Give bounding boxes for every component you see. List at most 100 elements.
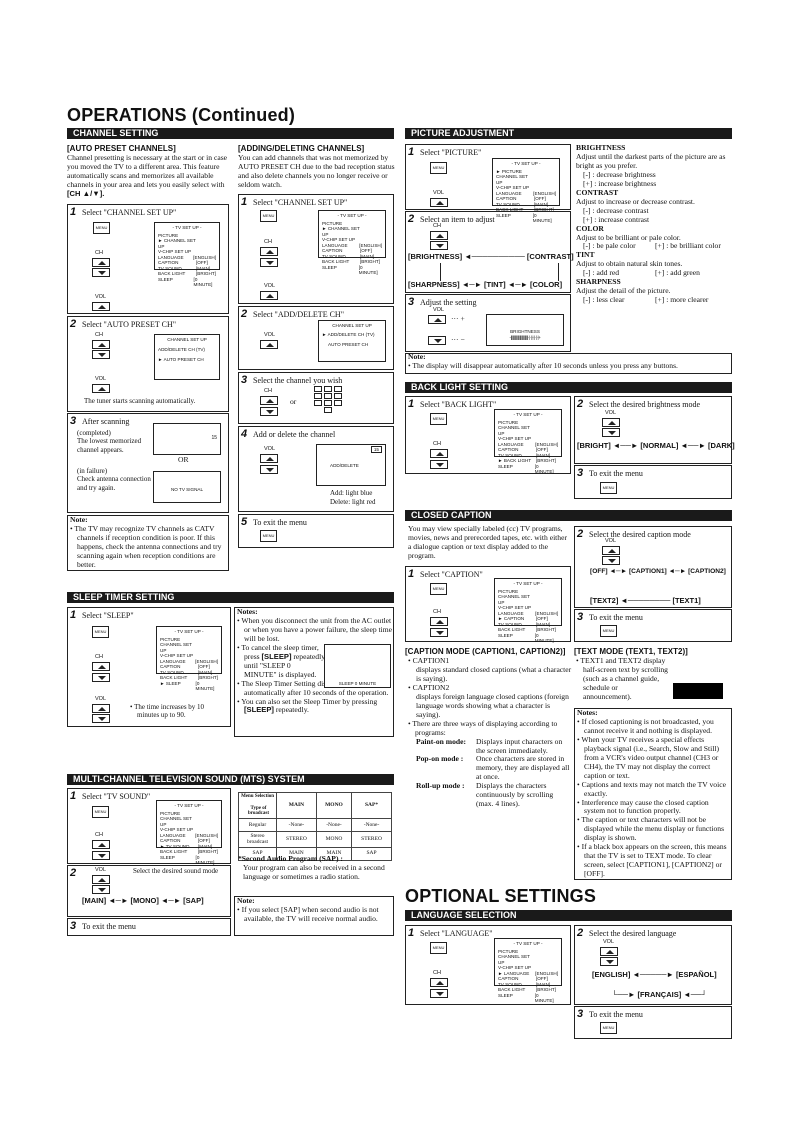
ch-up-button[interactable] (430, 231, 448, 240)
vol-down-button[interactable] (260, 465, 278, 474)
vol-up-button[interactable] (92, 384, 110, 393)
menu-row: ► TV SOUND[MAIN] (160, 843, 213, 849)
setting-options: [-] : be pale color[+] : be brilliant co… (583, 241, 721, 251)
screen-title: - TV SET UP - (174, 803, 204, 808)
menu-row: CHANNEL SET UP (498, 954, 530, 965)
menu-button[interactable]: MENU (260, 530, 277, 542)
menu-button[interactable]: MENU (430, 413, 447, 425)
vol-up-button[interactable] (260, 291, 278, 300)
screen-title: BRIGHTNESS (510, 329, 540, 334)
language-flow-bottom: └──► [FRANÇAIS] ◄──┘ (612, 990, 707, 999)
vol-up-button[interactable] (92, 302, 110, 311)
ch-down-button[interactable] (92, 268, 110, 277)
number-key[interactable] (314, 400, 322, 406)
setting-name: COLOR (576, 223, 604, 233)
vol-up-button[interactable] (600, 947, 618, 956)
ch-up-button[interactable] (92, 662, 110, 671)
ch-down-button[interactable] (430, 460, 448, 469)
screen-text: NO TV SIGNAL (170, 487, 204, 492)
vol-label: VOL (603, 939, 615, 945)
setting-name: TINT (576, 250, 595, 260)
vol-up-button[interactable] (602, 546, 620, 555)
ch-up-button[interactable] (430, 617, 448, 626)
menu-button[interactable]: MENU (600, 482, 617, 494)
menu-button[interactable]: MENU (92, 626, 109, 638)
ch-down-button[interactable] (92, 673, 110, 682)
ch-down-button[interactable] (260, 258, 278, 267)
menu-button[interactable]: MENU (430, 583, 447, 595)
channel-setting-bar: CHANNEL SETTING (67, 128, 394, 139)
menu-row: CHANNEL SET UP (160, 642, 192, 653)
vol-down-button[interactable] (602, 556, 620, 565)
menu-button[interactable]: MENU (600, 625, 617, 637)
vol-down-button[interactable] (602, 428, 620, 437)
channel-setup-screen: CHANNEL SET UP ADD/DELETE CH (TV) ► AUTO… (154, 334, 220, 380)
ch-down-button[interactable] (430, 241, 448, 250)
screen-title: - TV SET UP - (174, 629, 204, 634)
ch-down-button[interactable] (260, 407, 278, 416)
menu-row: CHANNEL SET UP (160, 816, 192, 827)
number-key[interactable] (334, 386, 342, 392)
vol-label: VOL (433, 307, 445, 313)
vol-up-button[interactable] (92, 704, 110, 713)
menu-row: ► CHANNEL SET UP (322, 226, 360, 237)
menu-button[interactable]: MENU (93, 222, 110, 234)
minus-text: ··· − (451, 335, 465, 344)
menu-button[interactable]: MENU (600, 1022, 617, 1034)
ch-up-button[interactable] (92, 258, 110, 267)
auto-step2-box (67, 316, 229, 412)
menu-button[interactable]: MENU (430, 162, 447, 174)
menu-row: ► PICTURE (496, 168, 522, 174)
number-key[interactable] (324, 393, 332, 399)
vol-down-button[interactable] (92, 714, 110, 723)
ch-up-button[interactable] (92, 840, 110, 849)
vol-down-button[interactable] (92, 885, 110, 894)
number-key[interactable] (334, 400, 342, 406)
screen-line: AUTO PRESET CH (328, 342, 369, 347)
ch-label: CH (433, 223, 441, 229)
ch-down-button[interactable] (92, 851, 110, 860)
delete-color-label: Delete: light red (330, 498, 376, 506)
ch-up-button[interactable] (260, 396, 278, 405)
menu-row: CAPTION[OFF] (322, 248, 372, 253)
ch-down-button[interactable] (92, 350, 110, 359)
menu-row: SLEEP[0 MINUTE] (160, 854, 215, 866)
auto-note-box (67, 515, 229, 571)
vol-up-button[interactable] (428, 315, 446, 324)
menu-button[interactable]: MENU (430, 942, 447, 954)
add-step3-box (238, 372, 394, 424)
vol-down-button[interactable] (428, 336, 446, 345)
setting-option: [-] : decrease brightness (583, 169, 656, 179)
sleep-caption: The time increases by 10 minutes up to 9… (130, 703, 226, 720)
pic-step1-box (405, 144, 571, 210)
ch-down-button[interactable] (430, 989, 448, 998)
number-key[interactable] (314, 386, 322, 392)
ch-up-button[interactable] (430, 449, 448, 458)
table-cell: -None- (315, 818, 353, 832)
number-key[interactable] (324, 386, 332, 392)
menu-button[interactable]: MENU (92, 806, 109, 818)
number-key[interactable] (314, 393, 322, 399)
table-cell: -None- (276, 818, 317, 832)
vol-up-button[interactable] (260, 454, 278, 463)
vol-up-button[interactable] (430, 198, 448, 207)
ch-up-button[interactable] (430, 978, 448, 987)
ch-up-button[interactable] (92, 340, 110, 349)
number-key[interactable] (324, 407, 332, 413)
number-key[interactable] (324, 400, 332, 406)
cc-step2-box (574, 526, 732, 608)
ch-up-button[interactable] (260, 247, 278, 256)
ch-down-button[interactable] (430, 628, 448, 637)
vol-down-button[interactable] (600, 957, 618, 966)
number-keypad[interactable] (314, 386, 344, 414)
table-header: MONO (315, 792, 353, 819)
vol-up-button[interactable] (92, 875, 110, 884)
menu-button[interactable]: MENU (260, 210, 277, 222)
menu-row: PICTURE (498, 588, 519, 594)
vol-up-button[interactable] (260, 340, 278, 349)
vol-up-button[interactable] (602, 418, 620, 427)
menu-row: CAPTION[OFF] (498, 976, 548, 981)
number-key[interactable] (334, 393, 342, 399)
auto-note: Note:The TV may recognize TV channels as… (70, 515, 228, 570)
